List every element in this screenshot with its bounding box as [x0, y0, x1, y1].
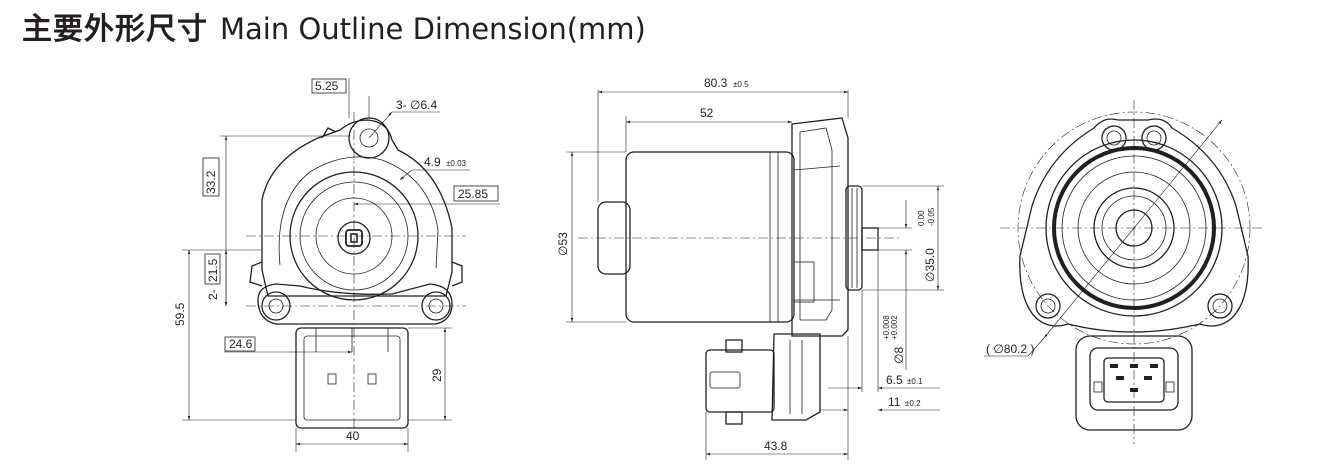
dim-holes: 3- ∅6.4 — [396, 98, 437, 112]
front-top-hole — [359, 128, 379, 148]
side-gearbox — [791, 117, 849, 337]
dim-11-tol: ±0.2 — [905, 399, 921, 408]
dim-d80.2: ( ∅80.2 ) — [986, 342, 1034, 356]
title-english: Main Outline Dimension(mm) — [220, 12, 646, 46]
front-inner-ring — [278, 156, 439, 269]
dim-40: 40 — [346, 429, 360, 443]
dim-80.3: 80.3 — [704, 76, 728, 90]
dim-33.2: 33.2 — [204, 170, 218, 194]
page-title: 主要外形尺寸 Main Outline Dimension(mm) — [22, 4, 646, 48]
dim-43.8: 43.8 — [764, 439, 788, 453]
dim-4.9: 4.9 — [424, 155, 441, 169]
side-shaft — [861, 227, 879, 251]
dim-11: 11 — [888, 395, 901, 409]
dim-59.5: 59.5 — [173, 302, 187, 326]
dim-d8-tol-upper: +0.008 — [882, 315, 891, 340]
rear-view: ( ∅80.2 ) — [984, 100, 1264, 444]
side-connector — [771, 333, 821, 421]
side-motor-can — [625, 151, 795, 323]
dim-d8: ∅8 — [892, 347, 906, 364]
dim-52: 52 — [700, 106, 714, 120]
dim-25.85: 25.85 — [458, 187, 488, 201]
dim-6.5: 6.5 — [886, 373, 903, 387]
dim-d8-tol-lower: +0.002 — [890, 315, 899, 340]
dim-4.9-tol: ±0.03 — [446, 159, 467, 168]
dim-d53: ∅53 — [556, 232, 570, 256]
front-bottom-flange — [257, 283, 453, 325]
rear-flange — [1019, 118, 1249, 333]
dim-d35-tol-upper: 0.00 — [917, 210, 926, 226]
dim-29: 29 — [430, 368, 444, 382]
dim-d35: ∅35.0 — [923, 248, 937, 282]
dim-6.5-tol: ±0.1 — [907, 377, 923, 386]
front-view: 5.25 3- ∅6.4 33.2 4.9 ±0.03 25.85 21.5 2… — [173, 78, 500, 452]
dim-24.6: 24.6 — [229, 337, 253, 351]
front-housing — [261, 119, 453, 297]
dim-21.5: 21.5 — [206, 258, 220, 282]
title-chinese: 主要外形尺寸 — [22, 12, 208, 47]
dim-21.5-prefix: 2- — [206, 289, 220, 300]
dim-d35-tol-lower: -0.05 — [927, 207, 936, 226]
rear-connector — [1075, 335, 1193, 431]
side-view: 80.3 ±0.5 52 ∅53 ∅35.0 0.00 -0.05 ∅8 +0.… — [556, 76, 944, 460]
dim-5.25: 5.25 — [315, 79, 339, 93]
dim-80.3-tol: ±0.5 — [733, 80, 749, 89]
